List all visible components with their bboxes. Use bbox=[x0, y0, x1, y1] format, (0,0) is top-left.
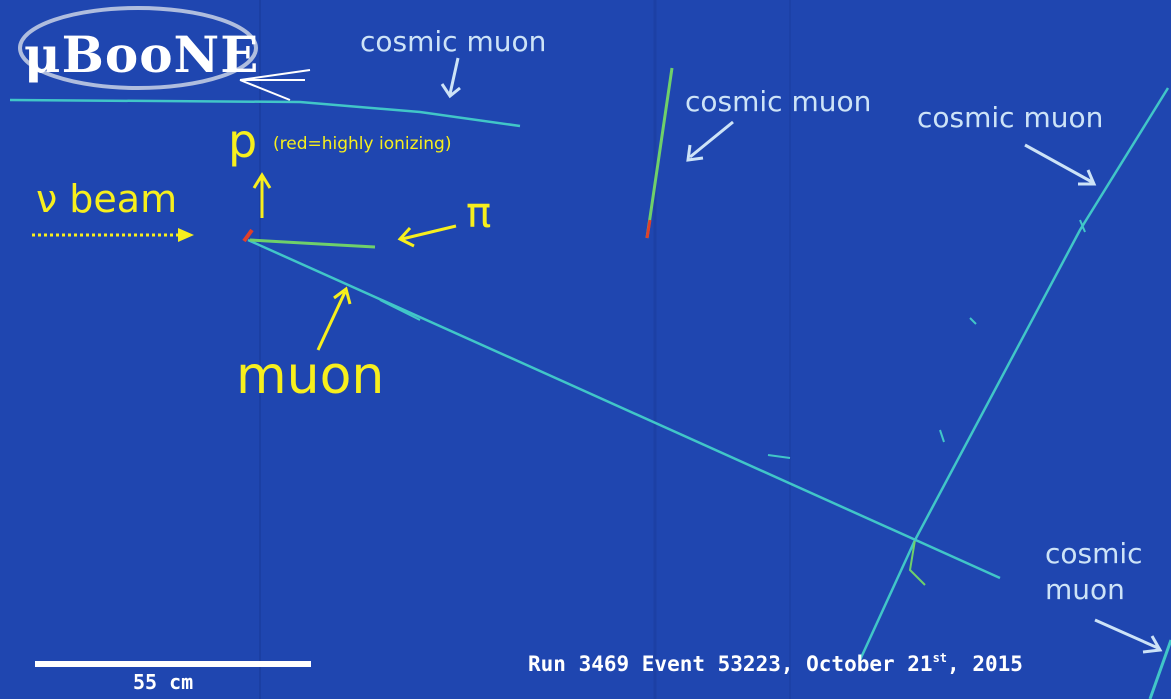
label-cosmic-muon-mid: cosmic muon bbox=[685, 85, 872, 118]
label-pion: π bbox=[466, 188, 492, 237]
arrow-icon bbox=[397, 224, 457, 248]
arrow-icon bbox=[686, 120, 734, 162]
label-neutrino-beam: ν beam bbox=[36, 177, 178, 221]
label-cosmic-muon-right: cosmic muon bbox=[917, 101, 1104, 134]
beam-arrowhead-icon bbox=[178, 228, 194, 242]
label-proton: p bbox=[228, 114, 258, 168]
logo-swoosh-arrow bbox=[239, 69, 311, 101]
pion-track bbox=[249, 238, 376, 249]
label-cosmic-bottom-line2: muon bbox=[1045, 573, 1125, 606]
arrow-icon bbox=[252, 172, 272, 218]
annotation-arrow-icons bbox=[32, 172, 457, 351]
cosmic-track-top bbox=[9, 98, 521, 128]
arrow-icon bbox=[1024, 143, 1097, 186]
label-cosmic-bottom-line1: cosmic bbox=[1045, 537, 1143, 570]
cosmic-track-right bbox=[858, 87, 1170, 661]
hit-cluster bbox=[767, 219, 1086, 459]
arrow-icon bbox=[316, 286, 352, 351]
label-proton-note: (red=highly ionizing) bbox=[273, 134, 452, 154]
cosmic-track-bottom-right bbox=[1148, 639, 1171, 699]
label-cosmic-muon-top: cosmic muon bbox=[360, 25, 547, 58]
run-info-year: , 2015 bbox=[947, 652, 1023, 676]
experiment-logo: μBooNE bbox=[24, 25, 260, 84]
proton-track bbox=[242, 228, 254, 243]
logo-swoosh-ring bbox=[18, 6, 258, 90]
muon-track bbox=[247, 238, 1001, 580]
scale-bar bbox=[35, 661, 311, 667]
cosmic-track-mid bbox=[645, 67, 674, 239]
run-info-prefix: Run 3469 Event 53223, October 21 bbox=[528, 652, 933, 676]
arrow-icon bbox=[1094, 618, 1163, 654]
cosmic-track-mid-ionizing bbox=[645, 219, 652, 239]
run-info-ordinal: st bbox=[932, 651, 948, 665]
label-muon: muon bbox=[236, 346, 385, 406]
arrow-icon bbox=[440, 57, 461, 99]
cosmic-arrow-icons bbox=[440, 57, 1163, 654]
scale-label: 55 cm bbox=[133, 670, 194, 694]
cosmic-track-right-branch bbox=[908, 539, 926, 586]
run-info: Run 3469 Event 53223, October 21st, 2015 bbox=[528, 652, 1023, 675]
muon-delta-ray bbox=[379, 299, 421, 321]
